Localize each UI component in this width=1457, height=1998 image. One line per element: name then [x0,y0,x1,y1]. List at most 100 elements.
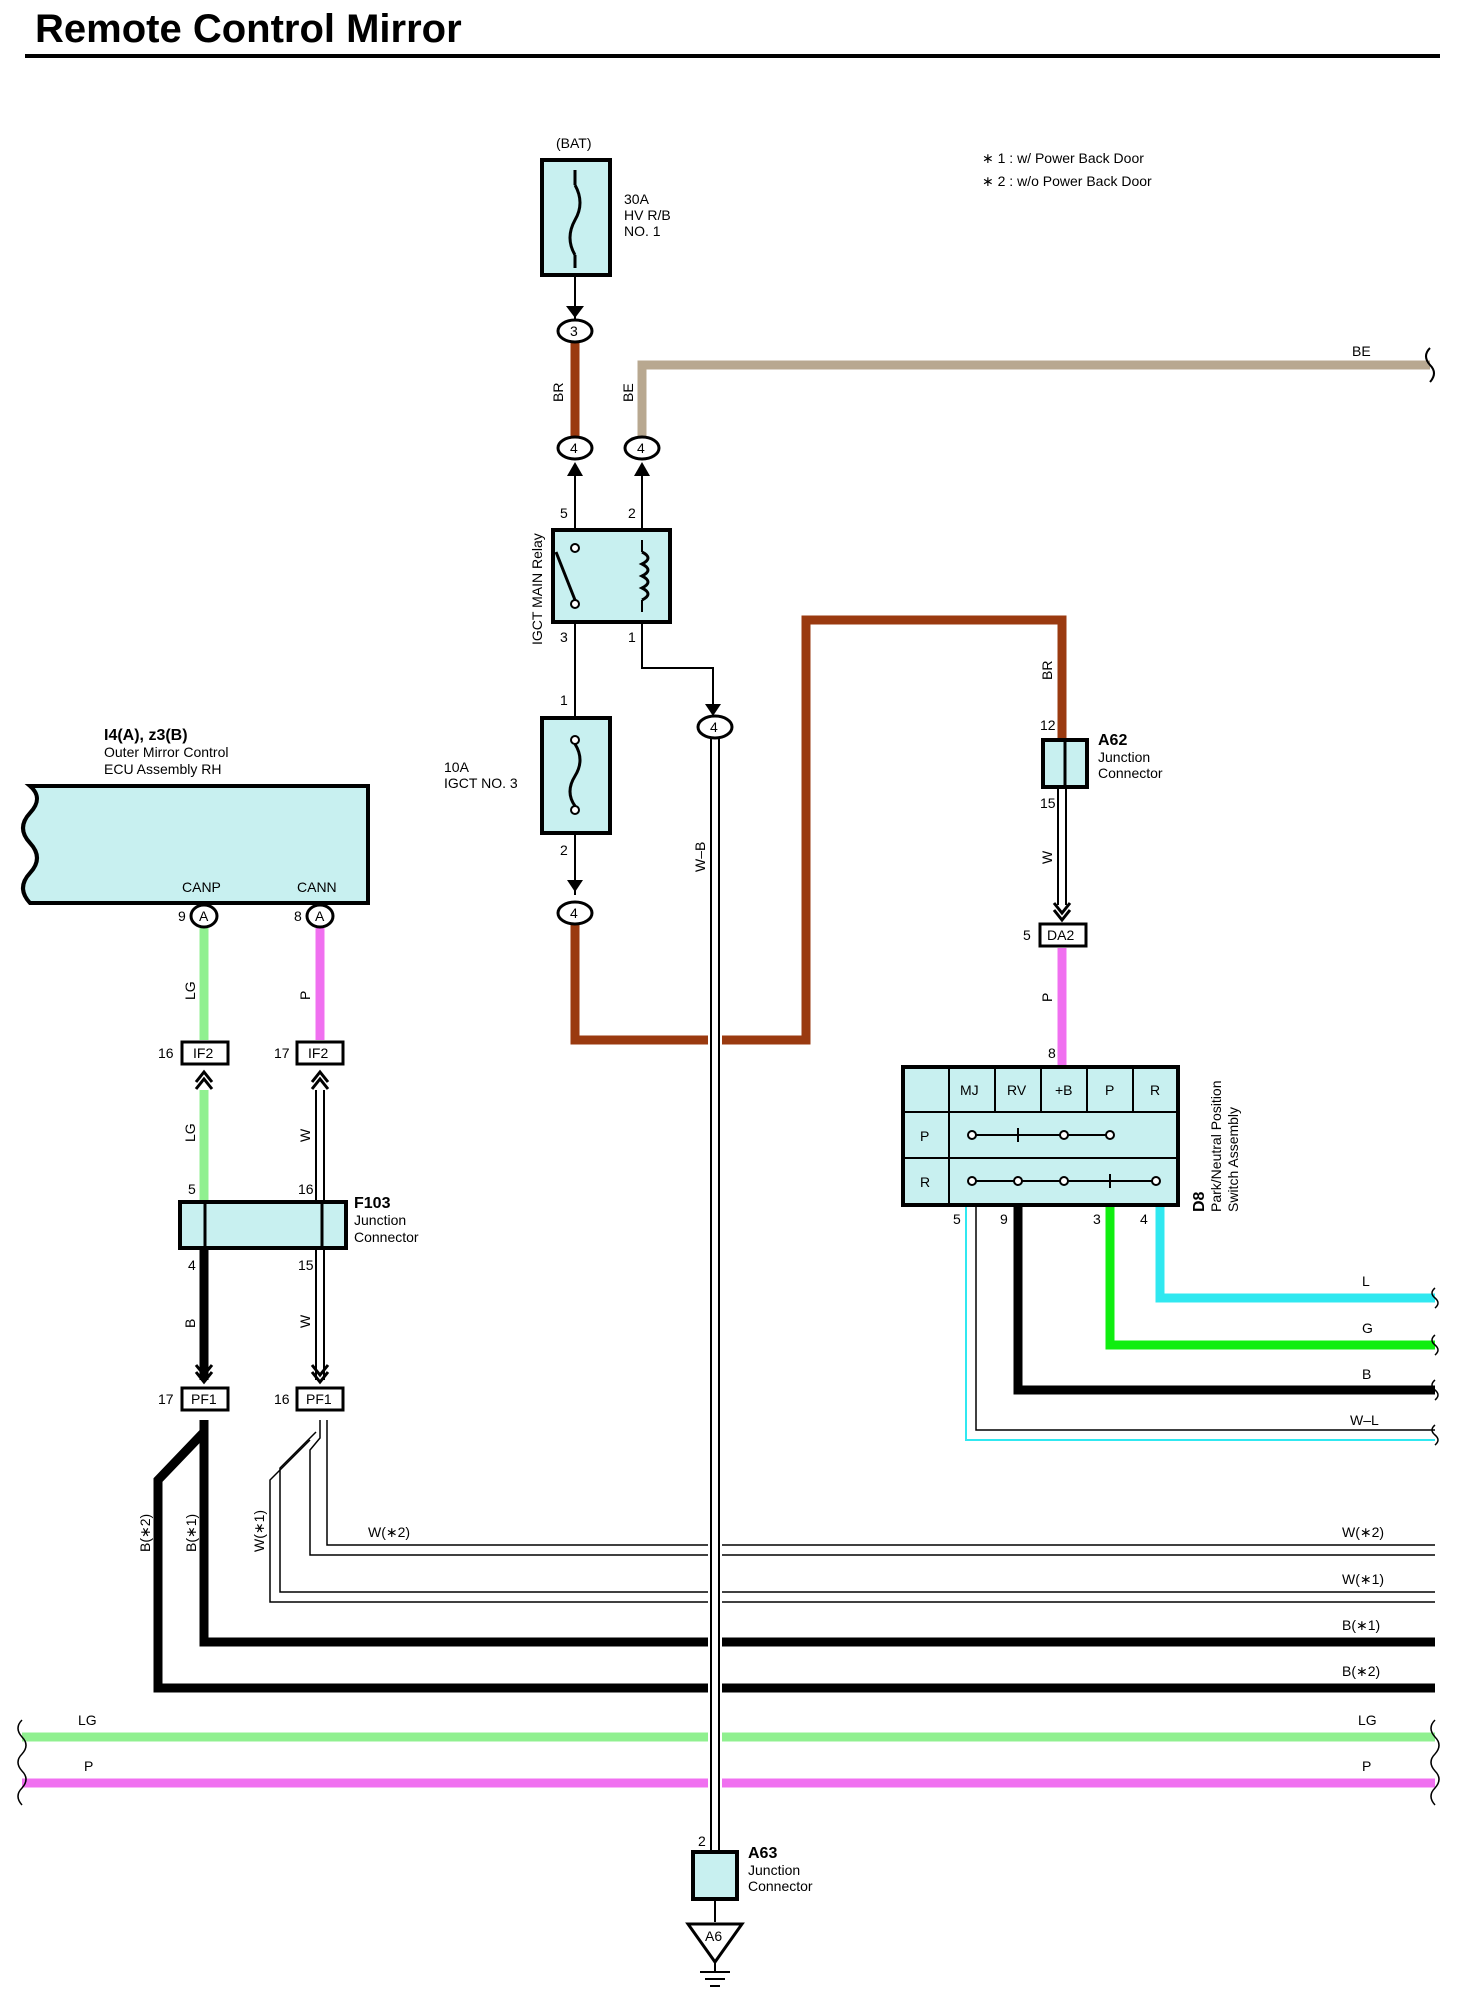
conn-bat [556,318,594,344]
break-mark-bus-right [1430,1719,1440,1806]
wire-label-be-1: BE [620,383,636,402]
d8-col-b: +B [1055,1082,1073,1098]
fuse-10a-end-top [570,735,580,745]
bus-label-lg-right: LG [1358,1712,1377,1728]
wire-b-d8 [1013,1205,1435,1395]
wire-label-r-w1: W(∗1) [1342,1571,1384,1587]
f103-name1: Junction [354,1212,406,1228]
conn-wb [696,714,734,740]
wire-label-r-b1: B(∗1) [1342,1617,1380,1633]
note-2: ∗ 2 : w/o Power Back Door [982,173,1152,189]
relay-pin1: 1 [628,629,636,645]
outer-mirror-control-ecu [21,784,370,905]
d8-row-r: R [920,1174,930,1190]
wire-w-star2-a [326,1420,1435,1546]
d8-col-p: P [1105,1082,1114,1098]
d8-r-dot-mj [967,1176,977,1186]
wire-label-w-s1: W(∗1) [251,1510,267,1552]
wire-br-2 [570,615,1067,1045]
da2-tag [1038,922,1088,948]
break-mark-wl [1431,1424,1439,1446]
fuse-10a-element [568,743,582,807]
wire-g [1105,1205,1435,1350]
d8-p-dot-p [1105,1130,1115,1140]
break-mark-g [1431,1334,1439,1356]
arrow-wb [705,704,721,716]
d8-col-r: R [1150,1082,1160,1098]
ground-symbol [685,1922,745,1965]
wire-label-g: G [1362,1320,1373,1336]
wire-label-p-1: P [297,991,313,1000]
wire-be [637,360,1430,440]
relay-pin2: 2 [628,505,636,521]
page-title: Remote Control Mirror [35,7,462,51]
ecu-pin-cann: 8 [294,908,302,924]
wire-relay-1 [641,620,714,710]
conn-relay-left-pin: 4 [570,440,578,456]
arrow-pf1-w [310,1364,330,1385]
d8-name1: Park/Neutral Position [1208,1080,1224,1212]
d8-row-p: P [920,1128,929,1144]
da2-label: DA2 [1047,927,1074,943]
arrow-da2 [1052,902,1072,923]
d8-p-dot-mj [967,1130,977,1140]
wire-label-w-2: W [297,1128,313,1142]
f103-pin4: 4 [188,1257,196,1273]
if2-label-p: IF2 [308,1045,328,1061]
d8-r-dot-b [1059,1176,1069,1186]
a62-name2: Connector [1098,765,1163,781]
wire-label-r-b2: B(∗2) [1342,1663,1380,1679]
relay-contact-top [570,543,580,553]
da2-pin: 5 [1023,927,1031,943]
pf1-tag-b [180,1386,230,1412]
wire-label-br-1: BR [550,383,566,402]
wire-w-star1-b [269,1439,1435,1603]
ecu-conn-cann-letter: A [315,908,325,924]
bus-label-lg-left: LG [78,1712,97,1728]
pf1-pin-right: 16 [274,1391,290,1407]
arrow-bat [566,306,584,318]
relay-contact-bottom [570,599,580,609]
d8-pin-top: 8 [1048,1045,1056,1061]
arrow-relay-left [567,462,583,476]
pf1-label-w: PF1 [306,1391,332,1407]
pf1-label-b: PF1 [191,1391,217,1407]
relay-switch-arm [554,551,577,601]
conn-relay-right [623,435,661,461]
fuse-10a-name: IGCT NO. 3 [444,775,518,791]
wire-label-b-s2: B(∗2) [137,1514,153,1552]
d8-pin3: 3 [1093,1211,1101,1227]
bus-label-p-right: P [1362,1758,1371,1774]
wire-label-br-2: BR [1039,661,1055,680]
ecu-conn-cann [305,903,335,929]
bat-label: (BAT) [556,135,592,151]
d8-col-mj: MJ [960,1082,979,1098]
d8-col-rv: RV [1007,1082,1027,1098]
a62-pin15: 15 [1040,795,1056,811]
f103-pin16: 16 [298,1181,314,1197]
wire-label-lg-1: LG [182,981,198,1000]
fuse-30a-element [568,170,582,268]
conn-relay-left [556,435,594,461]
if2-pin-right: 17 [274,1045,290,1061]
igct-main-relay [551,528,672,624]
a62-pin12: 12 [1040,717,1056,733]
relay-pin5: 5 [560,505,568,521]
pf1-pin-left: 17 [158,1391,174,1407]
wire-label-l: L [1362,1273,1370,1289]
fuse-10a-pin2: 2 [560,842,568,858]
conn-fuse2-pin: 4 [570,905,578,921]
wire-label-b-s1: B(∗1) [183,1514,199,1552]
wire-label-wl: W–L [1350,1412,1379,1428]
break-mark-bus-left [17,1719,27,1806]
wire-label-p-da2: P [1039,993,1055,1002]
ecu-pin-canp: 9 [178,908,186,924]
wire-label-r-w2: W(∗2) [1342,1524,1384,1540]
note-1: ∗ 1 : w/ Power Back Door [982,150,1144,166]
wire-label-w-a62: W [1039,850,1055,864]
fuse-30a-name2: NO. 1 [624,223,661,239]
ecu-canp: CANP [182,879,221,895]
f103-junction-connector [178,1200,348,1250]
arrow-pf1-b [194,1364,214,1385]
